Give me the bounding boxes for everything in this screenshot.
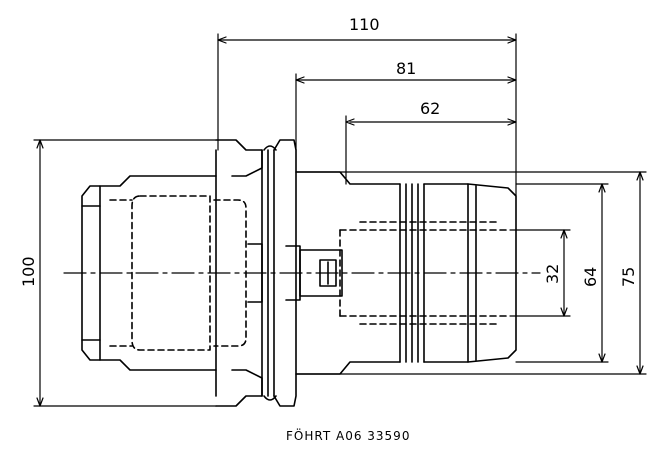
- dimension-lines: [33, 33, 647, 407]
- drawing-caption: FÖHRT A06 33590: [286, 427, 410, 443]
- dimension-64: 64: [581, 267, 600, 287]
- inner-bore: [339, 221, 511, 325]
- dimension-62: 62: [420, 99, 440, 118]
- dimension-81: 81: [396, 59, 416, 78]
- dimension-110: 110: [349, 15, 380, 34]
- dimension-32: 32: [543, 264, 562, 284]
- dimension-100: 100: [19, 256, 38, 287]
- dimension-arrows: [36, 36, 644, 407]
- dimension-75: 75: [619, 267, 638, 287]
